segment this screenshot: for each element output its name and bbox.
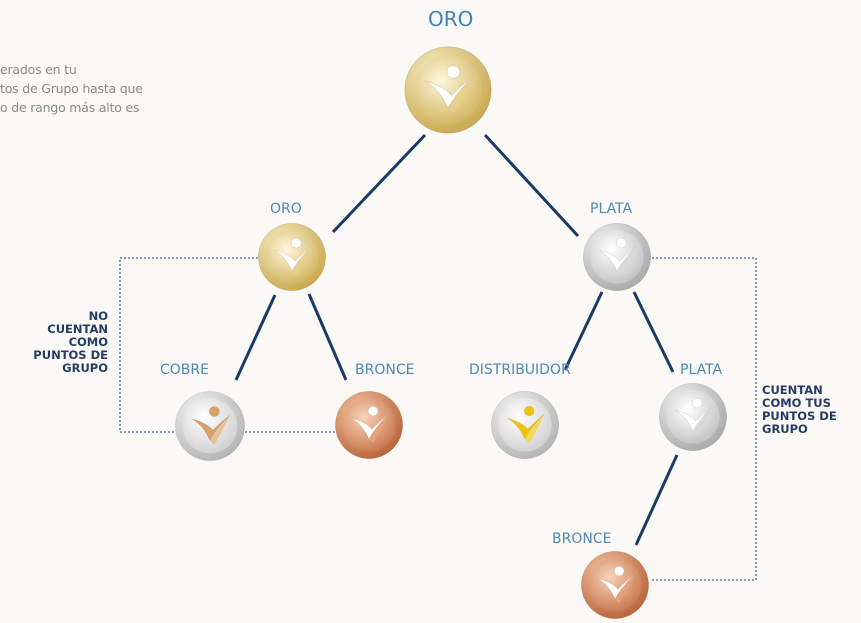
connector-left-b bbox=[307, 293, 348, 381]
copper-label: COBRE bbox=[160, 362, 209, 378]
dotted-bracket-right bbox=[652, 257, 757, 581]
note-line: CUENTAN bbox=[47, 322, 108, 336]
note-counting: CUENTAN COMO TUS PUNTOS DE GRUPO bbox=[762, 384, 837, 436]
note-line: COMO TUS bbox=[762, 396, 831, 410]
bronze-medal-icon bbox=[334, 390, 404, 460]
gold-medal-icon bbox=[403, 45, 493, 135]
note-line: GRUPO bbox=[62, 361, 108, 375]
note-line: GRUPO bbox=[762, 422, 808, 436]
silver-medal-icon bbox=[658, 382, 728, 452]
note-line: NO bbox=[88, 309, 108, 323]
connector-root-right bbox=[483, 133, 580, 238]
note-line: CUENTAN bbox=[762, 383, 823, 397]
connector-d-l3 bbox=[634, 454, 679, 546]
silver-medal-icon bbox=[582, 222, 652, 292]
l1-right-label: PLATA bbox=[590, 201, 633, 217]
note-line: PUNTOS DE bbox=[33, 348, 108, 362]
connector-right-d bbox=[632, 291, 675, 373]
intro-line: erados en tu bbox=[0, 62, 77, 77]
note-line: COMO bbox=[68, 335, 108, 349]
copper-medal-icon bbox=[174, 390, 246, 462]
bronze-l3-label: BRONCE bbox=[552, 531, 612, 547]
gold-medal-icon bbox=[257, 222, 327, 292]
l1-left-label: ORO bbox=[270, 201, 302, 217]
dotted-bracket-left bbox=[119, 257, 262, 433]
bronze-medal-icon bbox=[580, 550, 650, 620]
connector-right-c bbox=[563, 291, 604, 371]
silver-label: PLATA bbox=[680, 362, 723, 378]
connector-root-left bbox=[331, 133, 427, 234]
connector-left-a bbox=[234, 294, 277, 381]
note-not-counting: NO CUENTAN COMO PUNTOS DE GRUPO bbox=[8, 310, 108, 375]
bronze-label: BRONCE bbox=[355, 362, 415, 378]
note-line: PUNTOS DE bbox=[762, 409, 837, 423]
intro-text: erados en tu tos de Grupo hasta que o de… bbox=[0, 60, 230, 117]
root-label: ORO bbox=[428, 7, 474, 31]
intro-line: tos de Grupo hasta que bbox=[0, 81, 143, 96]
intro-line: o de rango más alto es bbox=[0, 100, 140, 115]
distributor-medal-icon bbox=[490, 390, 560, 460]
distributor-label: DISTRIBUIDOR bbox=[469, 362, 571, 378]
